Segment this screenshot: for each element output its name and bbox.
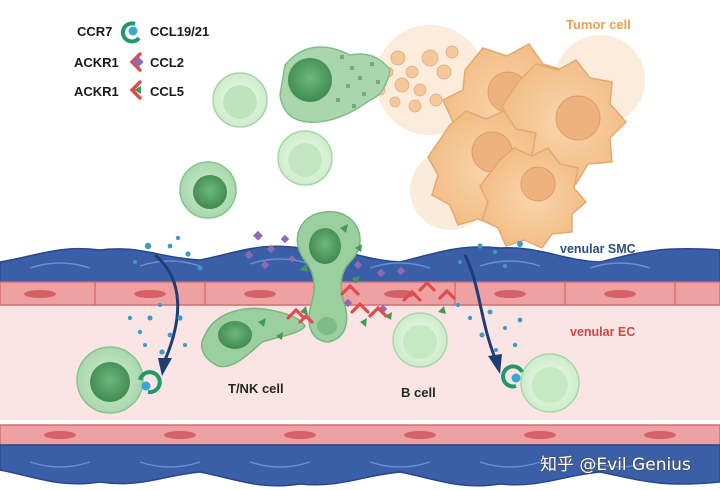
- b-cell: [392, 312, 448, 368]
- ackr1-receptors: [286, 280, 456, 324]
- ccl19-21-dots: [127, 235, 523, 355]
- ccr7-bound-left: [138, 370, 162, 395]
- tethered-lymphocyte-right: [520, 353, 580, 413]
- legend-icon-ackr1-ccl2: [129, 52, 144, 72]
- tnk-cell-label: T/NK cell: [228, 381, 284, 396]
- migrating-tnk-cell: [279, 46, 391, 123]
- cytokine-triangles: [258, 224, 446, 340]
- pale-lymphocyte: [277, 130, 333, 186]
- tumor-cell-label: Tumor cell: [566, 17, 631, 32]
- chemotaxis-arrow-right: [463, 254, 502, 374]
- legend-icon-ackr1-ccl5: [129, 80, 142, 100]
- pale-lymphocyte: [212, 72, 268, 128]
- b-cell-label: B cell: [401, 385, 436, 400]
- crawling-tnk-cell: [201, 307, 306, 368]
- legend-icon-ccr7: [120, 21, 141, 44]
- venular-smc-label: venular SMC: [560, 242, 636, 256]
- chemotaxis-arrow-left: [154, 253, 180, 376]
- vessel-bottom-wall: [0, 424, 720, 487]
- watermark: 知乎 @Evil Genius: [540, 455, 691, 475]
- lymphocyte: [179, 161, 237, 219]
- legend-ligand-1: CCL19/21: [150, 24, 210, 39]
- legend-receptor-1: CCR7: [77, 24, 113, 39]
- legend-ligand-2: CCL2: [150, 55, 184, 70]
- legend-ligand-3: CCL5: [150, 84, 184, 99]
- ccr7-bound-right: [501, 364, 524, 389]
- legend-receptor-3: ACKR1: [74, 84, 119, 99]
- venular-ec-label: venular EC: [570, 325, 636, 339]
- transmigrating-cell: [296, 211, 361, 343]
- tumor-cluster: [363, 25, 645, 249]
- ccl2-particles: [244, 230, 406, 314]
- tethered-lymphocyte-left: [76, 346, 144, 414]
- legend-receptor-2: ACKR1: [74, 55, 119, 70]
